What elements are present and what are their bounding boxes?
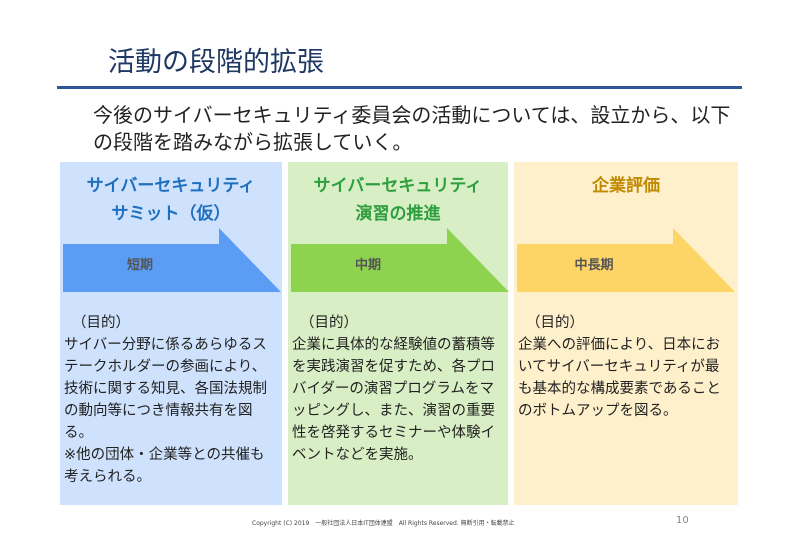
page-number: 10 <box>676 515 689 526</box>
arrow-icon <box>63 228 281 292</box>
term-label: 短期 <box>126 258 153 273</box>
panel-heading: サイバーセキュリティ 演習の推進 <box>313 176 483 224</box>
panel-body: （目的） 企業に具体的な経験値の蓄積等を実践演習を促すため、各プロバイダーの演習… <box>292 312 502 466</box>
panel-short-term: サイバーセキュリティ サミット（仮） 短期 （目的） サイバー分野に係るあらゆる… <box>60 162 282 505</box>
panel-body: （目的） サイバー分野に係るあらゆるステークホルダーの参画により、技術に関する知… <box>64 312 276 488</box>
term-label: 中長期 <box>574 258 614 273</box>
purpose-label: （目的） <box>300 315 358 331</box>
page-title: 活動の段階的拡張 <box>108 47 324 78</box>
purpose-text: 企業への評価により、日本においてサイバーセキュリティが最も基本的な構成要素である… <box>518 337 721 419</box>
arrow-icon <box>291 228 509 292</box>
term-label: 中期 <box>354 258 381 273</box>
purpose-label: （目的） <box>72 315 130 331</box>
panel-heading: サイバーセキュリティ サミット（仮） <box>86 176 256 224</box>
title-divider <box>57 86 742 89</box>
panel-mid-term: サイバーセキュリティ 演習の推進 中期 （目的） 企業に具体的な経験値の蓄積等を… <box>288 162 509 505</box>
purpose-label: （目的） <box>526 315 584 331</box>
intro-text: 今後のサイバーセキュリティ委員会の活動については、設立から、以下の段階を踏みなが… <box>93 103 731 154</box>
copyright-footer: Copyright (C) 2019 一般社団法人日本IT団体連盟 All Ri… <box>252 520 515 527</box>
purpose-text: 企業に具体的な経験値の蓄積等を実践演習を促すため、各プロバイダーの演習プログラム… <box>292 337 495 463</box>
panel-body: （目的） 企業への評価により、日本においてサイバーセキュリティが最も基本的な構成… <box>518 312 732 422</box>
purpose-text: サイバー分野に係るあらゆるステークホルダーの参画により、技術に関する知見、各国法… <box>64 337 267 485</box>
panel-long-term: 企業評価 中長期 （目的） 企業への評価により、日本においてサイバーセキュリティ… <box>514 162 738 505</box>
panel-heading: 企業評価 <box>592 176 660 196</box>
arrow-icon <box>517 228 735 292</box>
